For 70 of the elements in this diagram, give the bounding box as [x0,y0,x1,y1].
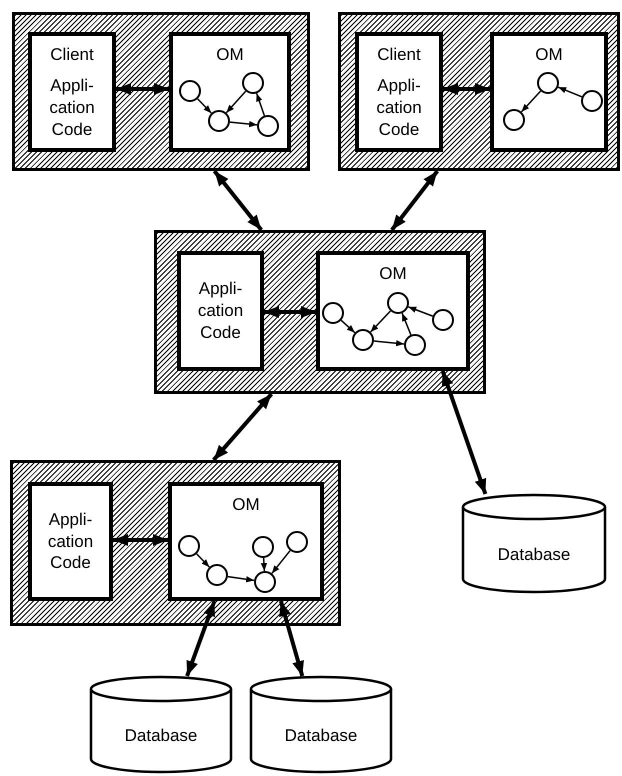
arrow [256,93,266,116]
object-manager-box [490,32,608,152]
double-arrow [113,534,168,546]
object-circle [206,564,228,586]
database-cylinder [250,676,392,772]
object-circle [404,334,426,356]
arrow [196,553,210,568]
arrow [401,312,412,336]
hatched-panel [10,460,341,626]
arrow [197,98,212,114]
object-circle [252,536,274,558]
arrow [408,306,433,317]
object-circle [537,72,559,94]
double-arrow [264,306,316,318]
double-arrow [116,83,169,95]
object-circle [178,535,200,557]
double-arrow [185,600,216,677]
box-label: Appli- cation Code [196,278,244,344]
box-label: Appli- cation Code [375,75,423,140]
arrow [558,86,582,98]
arrow [374,340,404,346]
database-cylinder [90,676,232,772]
arrow [340,320,356,334]
database-label: Database [284,725,358,747]
double-arrow [443,83,490,95]
box-label: OM [216,44,244,66]
object-circle [322,302,344,324]
object-manager-box [169,32,291,152]
object-circle [387,292,409,314]
arrow [271,550,291,574]
double-arrow [278,600,304,677]
hatched-panel [12,12,310,171]
arrow [520,90,542,112]
arrow [230,120,258,128]
code-box [177,251,264,371]
object-manager-box [168,482,324,601]
object-circle [581,90,603,112]
object-circle [208,110,230,132]
object-circle [257,115,279,137]
code-box [28,32,116,152]
double-arrow [440,370,488,495]
box-label: Client [50,44,94,66]
double-arrow [390,170,439,232]
object-circle [254,571,276,593]
box-label: OM [379,263,407,285]
code-box [28,482,113,601]
hatched-panel [338,12,620,171]
double-arrow [212,392,274,462]
arrow [260,558,268,572]
double-arrow [212,170,263,232]
box-label: Appli- cation Code [48,75,96,140]
database-label: Database [124,725,198,747]
object-circle [352,329,374,351]
database-cylinder [462,494,606,592]
object-manager-box [316,251,470,371]
object-circle [432,309,454,331]
arrow [226,90,246,114]
object-circle [242,72,264,94]
object-circle [286,531,308,553]
box-label: Appli- cation Code [46,508,94,574]
box-label: OM [232,494,260,516]
hatched-panel [154,230,486,394]
arrow [370,310,391,333]
object-circle [179,80,201,102]
code-box [355,32,443,152]
arrow [228,576,254,582]
object-circle [503,109,525,131]
box-label: OM [535,44,563,66]
box-label: Client [377,44,421,66]
database-label: Database [498,544,570,566]
